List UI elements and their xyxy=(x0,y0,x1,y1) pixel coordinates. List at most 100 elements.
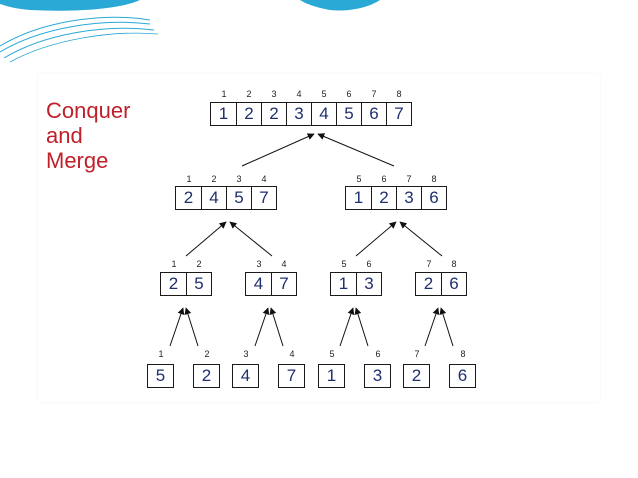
arrow-l3-1 xyxy=(169,307,185,347)
array-cell: 6 xyxy=(361,103,386,125)
array-cell: 2 xyxy=(371,187,396,209)
array-cell: 6 xyxy=(441,273,466,295)
arrow-l3-7 xyxy=(424,307,440,347)
array-cell: 7 xyxy=(386,103,411,125)
array-cell: 4 xyxy=(240,366,251,385)
array-cell: 7 xyxy=(251,187,276,209)
arrow-l2c-to-l1b xyxy=(355,221,397,257)
arrow-l2b-to-l1a xyxy=(229,221,273,257)
arrow-l1-left-to-root xyxy=(241,133,315,167)
index-label: 5 xyxy=(356,174,362,184)
index-label: 3 xyxy=(236,174,242,184)
index-label: 6 xyxy=(346,89,352,99)
index-label: 5 xyxy=(329,349,335,359)
index-label: 5 xyxy=(341,259,347,269)
index-label: 6 xyxy=(381,174,387,184)
index-label: 3 xyxy=(271,89,277,99)
array-cell: 2 xyxy=(201,366,212,385)
index-label: 8 xyxy=(460,349,466,359)
index-label: 4 xyxy=(281,259,287,269)
array-cell: 3 xyxy=(396,187,421,209)
level3-array-3: 4 xyxy=(232,364,259,388)
arrow-l3-3 xyxy=(254,307,270,347)
diagram-panel xyxy=(38,74,600,402)
level3-array-2: 2 xyxy=(193,364,220,388)
array-cell: 3 xyxy=(286,103,311,125)
swoosh-decoration xyxy=(0,0,380,63)
index-label: 2 xyxy=(246,89,252,99)
index-label: 7 xyxy=(414,349,420,359)
index-label: 3 xyxy=(256,259,262,269)
slide-title: Conquer and Merge xyxy=(46,98,130,173)
array-cell: 3 xyxy=(356,273,381,295)
index-label: 1 xyxy=(186,174,192,184)
level3-array-4: 7 xyxy=(278,364,305,388)
array-cell: 2 xyxy=(261,103,286,125)
index-label: 7 xyxy=(426,259,432,269)
array-cell: 5 xyxy=(186,273,211,295)
title-line-3: Merge xyxy=(46,148,109,173)
array-cell: 1 xyxy=(326,366,337,385)
array-cell: 5 xyxy=(226,187,251,209)
index-label: 6 xyxy=(375,349,381,359)
array-cell: 4 xyxy=(201,187,226,209)
array-cell: 2 xyxy=(183,188,194,207)
arrow-l3-2 xyxy=(184,307,199,347)
arrow-l1-right-to-root xyxy=(317,133,395,167)
arrow-l3-5 xyxy=(339,307,355,347)
array-cell: 1 xyxy=(353,188,364,207)
level3-array-8: 6 xyxy=(449,364,476,388)
array-cell: 1 xyxy=(218,104,229,123)
index-label: 4 xyxy=(261,174,267,184)
arrow-l2d-to-l1b xyxy=(399,221,443,257)
arrow-l2a-to-l1a xyxy=(185,221,227,257)
index-label: 4 xyxy=(289,349,295,359)
array-cell: 3 xyxy=(372,366,383,385)
level3-array-5: 1 xyxy=(318,364,345,388)
array-cell: 5 xyxy=(336,103,361,125)
index-label: 6 xyxy=(366,259,372,269)
index-label: 8 xyxy=(396,89,402,99)
array-cell: 1 xyxy=(338,274,349,293)
array-cell: 2 xyxy=(411,366,422,385)
index-label: 5 xyxy=(321,89,327,99)
title-line-1: Conquer xyxy=(46,98,131,123)
index-label: 7 xyxy=(371,89,377,99)
array-cell: 2 xyxy=(168,274,179,293)
index-label: 2 xyxy=(204,349,210,359)
index-label: 4 xyxy=(296,89,302,99)
array-cell: 2 xyxy=(423,274,434,293)
arrow-l3-8 xyxy=(439,307,454,347)
array-cell: 4 xyxy=(253,274,264,293)
level3-array-1: 5 xyxy=(147,364,174,388)
level3-array-6: 3 xyxy=(364,364,391,388)
index-label: 8 xyxy=(451,259,457,269)
arrow-l3-4 xyxy=(269,307,284,347)
array-cell: 5 xyxy=(155,366,166,385)
index-label: 3 xyxy=(243,349,249,359)
index-label: 1 xyxy=(158,349,164,359)
index-label: 1 xyxy=(221,89,227,99)
arrow-l3-6 xyxy=(354,307,369,347)
index-label: 2 xyxy=(196,259,202,269)
array-cell: 7 xyxy=(271,273,296,295)
array-cell: 6 xyxy=(421,187,446,209)
array-cell: 4 xyxy=(311,103,336,125)
array-cell: 6 xyxy=(457,366,468,385)
array-cell: 2 xyxy=(236,103,261,125)
index-label: 7 xyxy=(406,174,412,184)
index-label: 1 xyxy=(171,259,177,269)
index-label: 2 xyxy=(211,174,217,184)
index-label: 8 xyxy=(431,174,437,184)
array-cell: 7 xyxy=(286,366,297,385)
title-line-2: and xyxy=(46,123,83,148)
level3-array-7: 2 xyxy=(403,364,430,388)
